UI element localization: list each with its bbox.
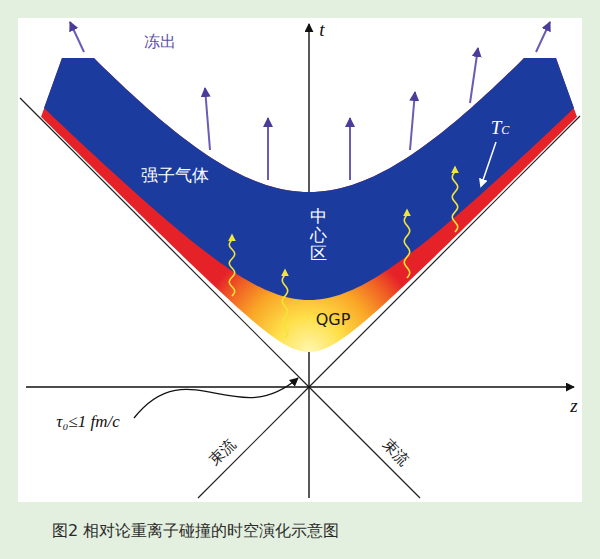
hadron-gas-region-shape — [44, 58, 574, 300]
region-label: 强子气体 — [141, 165, 209, 185]
freeze-out-arrow — [205, 88, 210, 150]
hadron-gas-region: 强子气体中心区 — [18, 18, 582, 502]
beam-line — [198, 387, 309, 498]
region-label: QGP — [316, 310, 351, 329]
pointer-arrow — [481, 142, 496, 186]
formation-time-label: τ₀≤1 fm/c — [56, 412, 119, 432]
qgp-region-shape — [41, 58, 577, 352]
region-outline — [18, 18, 582, 502]
figure-caption: 图2 相对论重离子碰撞的时空演化示意图 — [52, 521, 339, 542]
z-axis — [26, 386, 574, 387]
panel — [18, 18, 582, 502]
beam-label: 束流 — [379, 435, 413, 469]
beam-label: 束流 — [205, 435, 239, 469]
freeze-out-arrow — [349, 118, 351, 180]
axis-label: z — [570, 395, 577, 418]
axis-label: t — [319, 19, 324, 42]
freeze-out-label: 冻出 — [144, 32, 176, 51]
vertical-label: 中心区 — [310, 207, 327, 263]
freeze-out-arrow — [536, 22, 550, 52]
freeze-out-arrow — [267, 118, 269, 180]
freeze-out-arrow — [470, 48, 478, 103]
freeze-out-arrow — [70, 22, 84, 52]
beam-line — [309, 387, 420, 498]
freeze-out-arrow — [410, 92, 415, 150]
leader-line — [134, 378, 298, 418]
